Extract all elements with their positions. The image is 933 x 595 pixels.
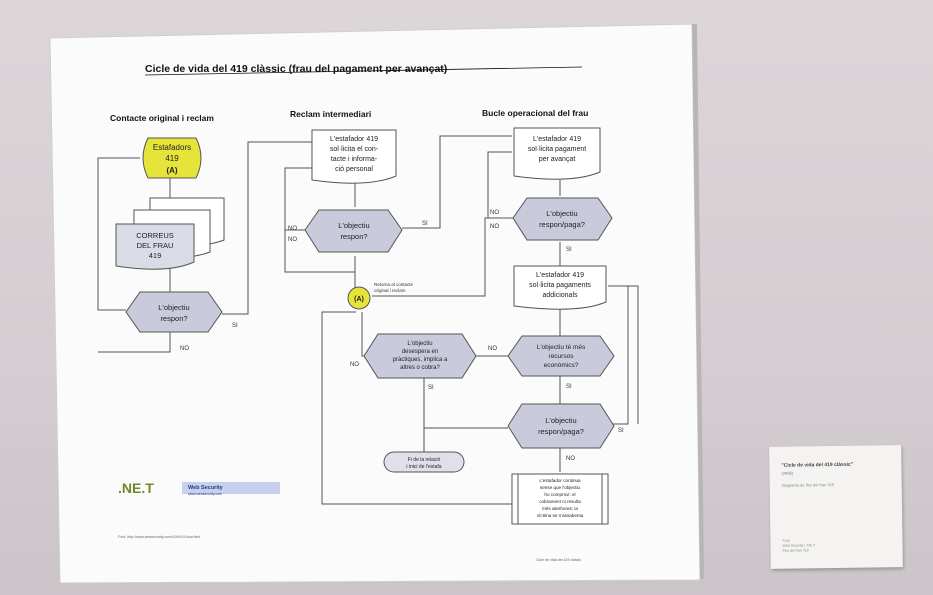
footer-caption: Cicle de vida del 419 clàssic (536, 558, 581, 562)
resources-line-2: recursos (549, 353, 575, 360)
decision-2-line-1: L'objectiu (338, 221, 369, 230)
final-line-1: L'estafador continua (539, 478, 581, 483)
decision-2-line-2: respon? (340, 232, 367, 241)
card-footer: Font: Web Security / .NE.T Flux del frau… (782, 537, 892, 554)
label-no-2a: NO (288, 226, 297, 232)
final-line-2: sense que l'objectiu (540, 485, 581, 490)
resources-line-1: L'objectiu té més (537, 344, 586, 351)
label-si-1: SI (232, 323, 238, 329)
label-no-5: NO (350, 362, 359, 368)
label-no-3b: NO (490, 224, 499, 230)
logo-subtitle: Web Security (188, 485, 224, 491)
terminal-line-1: Fi de la relació (408, 457, 441, 463)
connector-a-label: (A) (354, 296, 364, 303)
label-no-1: NO (180, 346, 189, 352)
card-title: "Cicle de vida del 419 clàssic" (781, 461, 854, 469)
label-no-2b: NO (288, 237, 297, 243)
card-footer-3: Flux del frau 419 (782, 548, 809, 553)
footer-source: Font: http://www.wessecurity.com/419/419… (118, 535, 200, 539)
label-si-4: SI (566, 384, 572, 390)
column-heading-2: Reclam intermediari (290, 109, 371, 119)
resources-line-3: econòmics? (544, 362, 579, 369)
final-line-5: més aleshores; la (542, 506, 578, 511)
label-no-3a: NO (490, 210, 499, 216)
card-subtitle: (2006) (781, 470, 794, 476)
fraud-emails-document (115, 223, 195, 270)
museum-label-card: "Cicle de vida del 419 clàssic" (2006) D… (769, 445, 903, 569)
poster-title: Cicle de vida del 419 clàssic (frau del … (145, 63, 447, 75)
terminal-line-2: i inici de l'estafa (406, 464, 441, 470)
connector-a (347, 286, 371, 310)
decision-pays-2-line-1: L'objectiu (545, 416, 576, 425)
doc-request-advance-payment (513, 127, 601, 180)
doc2-line-1: L'estafador 419 (533, 136, 581, 143)
end-relationship-terminal (383, 451, 465, 473)
despair-line-3: pràctiques, implica a (393, 357, 448, 363)
label-no-4: NO (488, 346, 497, 352)
despair-line-1: L'objectiu (407, 341, 432, 347)
decision-1-line-1: L'objectiu (158, 303, 189, 312)
emails-line-2: DEL FRAU (137, 241, 174, 250)
logo-band (182, 482, 280, 494)
scammers-line-3: (A) (166, 166, 177, 175)
decision-pays-2-line-2: respon/paga? (538, 427, 584, 436)
decision-pays-1-line-2: respon/paga? (539, 220, 585, 229)
label-si-3: SI (566, 247, 572, 253)
doc1-line-2: sol·licita el con- (330, 146, 379, 153)
despair-line-2: desespera en (402, 349, 438, 355)
doc1-line-1: L'estafador 419 (330, 136, 378, 143)
despair-line-4: altres o cobra? (400, 365, 440, 371)
doc3-line-1: L'estafador 419 (536, 272, 584, 279)
doc-request-contact (311, 129, 397, 184)
connector-note-1: Retorna al contacte (374, 282, 414, 287)
scammers-line-2: 419 (165, 154, 179, 163)
logo-next: .NE.T (118, 480, 154, 496)
label-si-2: SI (422, 221, 428, 227)
decision-victim-despairs (363, 333, 477, 379)
doc1-line-4: ció personal (335, 166, 373, 173)
decision-victim-responds-1 (125, 291, 223, 333)
doc2-line-2: sol·licita pagament (528, 146, 586, 153)
decision-pays-1-line-1: L'objectiu (546, 209, 577, 218)
final-line-3: ho comprovi: el (544, 492, 575, 497)
final-line-6: víctima se n'assabenta (537, 513, 584, 518)
emails-line-1: CORREUS (136, 231, 174, 240)
column-heading-3: Bucle operacional del frau (482, 108, 588, 118)
scammers-line-1: Estafadors (153, 143, 191, 152)
column-heading-1: Contacte original i reclam (110, 113, 214, 123)
emails-line-3: 419 (149, 251, 162, 260)
label-no-6: NO (566, 456, 575, 462)
label-si-6: SI (618, 428, 624, 434)
doc3-line-3: addicionals (542, 292, 578, 299)
connector-note-2: original i reclam (374, 288, 406, 293)
logo-url: www.wessecurity.com (188, 492, 222, 496)
decision-more-resources (507, 335, 615, 377)
doc2-line-3: per avançat (539, 156, 576, 163)
doc-request-additional-payments (513, 265, 607, 310)
decision-1-line-2: respon? (160, 314, 187, 323)
label-si-5: SI (428, 385, 434, 391)
decision-victim-pays-1 (512, 197, 613, 241)
doc1-line-3: tacte i informa- (331, 156, 378, 163)
doc3-line-2: sol·licita pagaments (529, 282, 591, 289)
final-line-4: cobrament ni resulta (539, 499, 581, 504)
decision-victim-pays-2 (507, 403, 615, 449)
final-process-box (511, 473, 609, 525)
scammers-terminator (142, 137, 202, 179)
card-description: Diagrama de flux del frau 419 (781, 482, 835, 488)
decision-victim-responds-2 (304, 209, 403, 253)
